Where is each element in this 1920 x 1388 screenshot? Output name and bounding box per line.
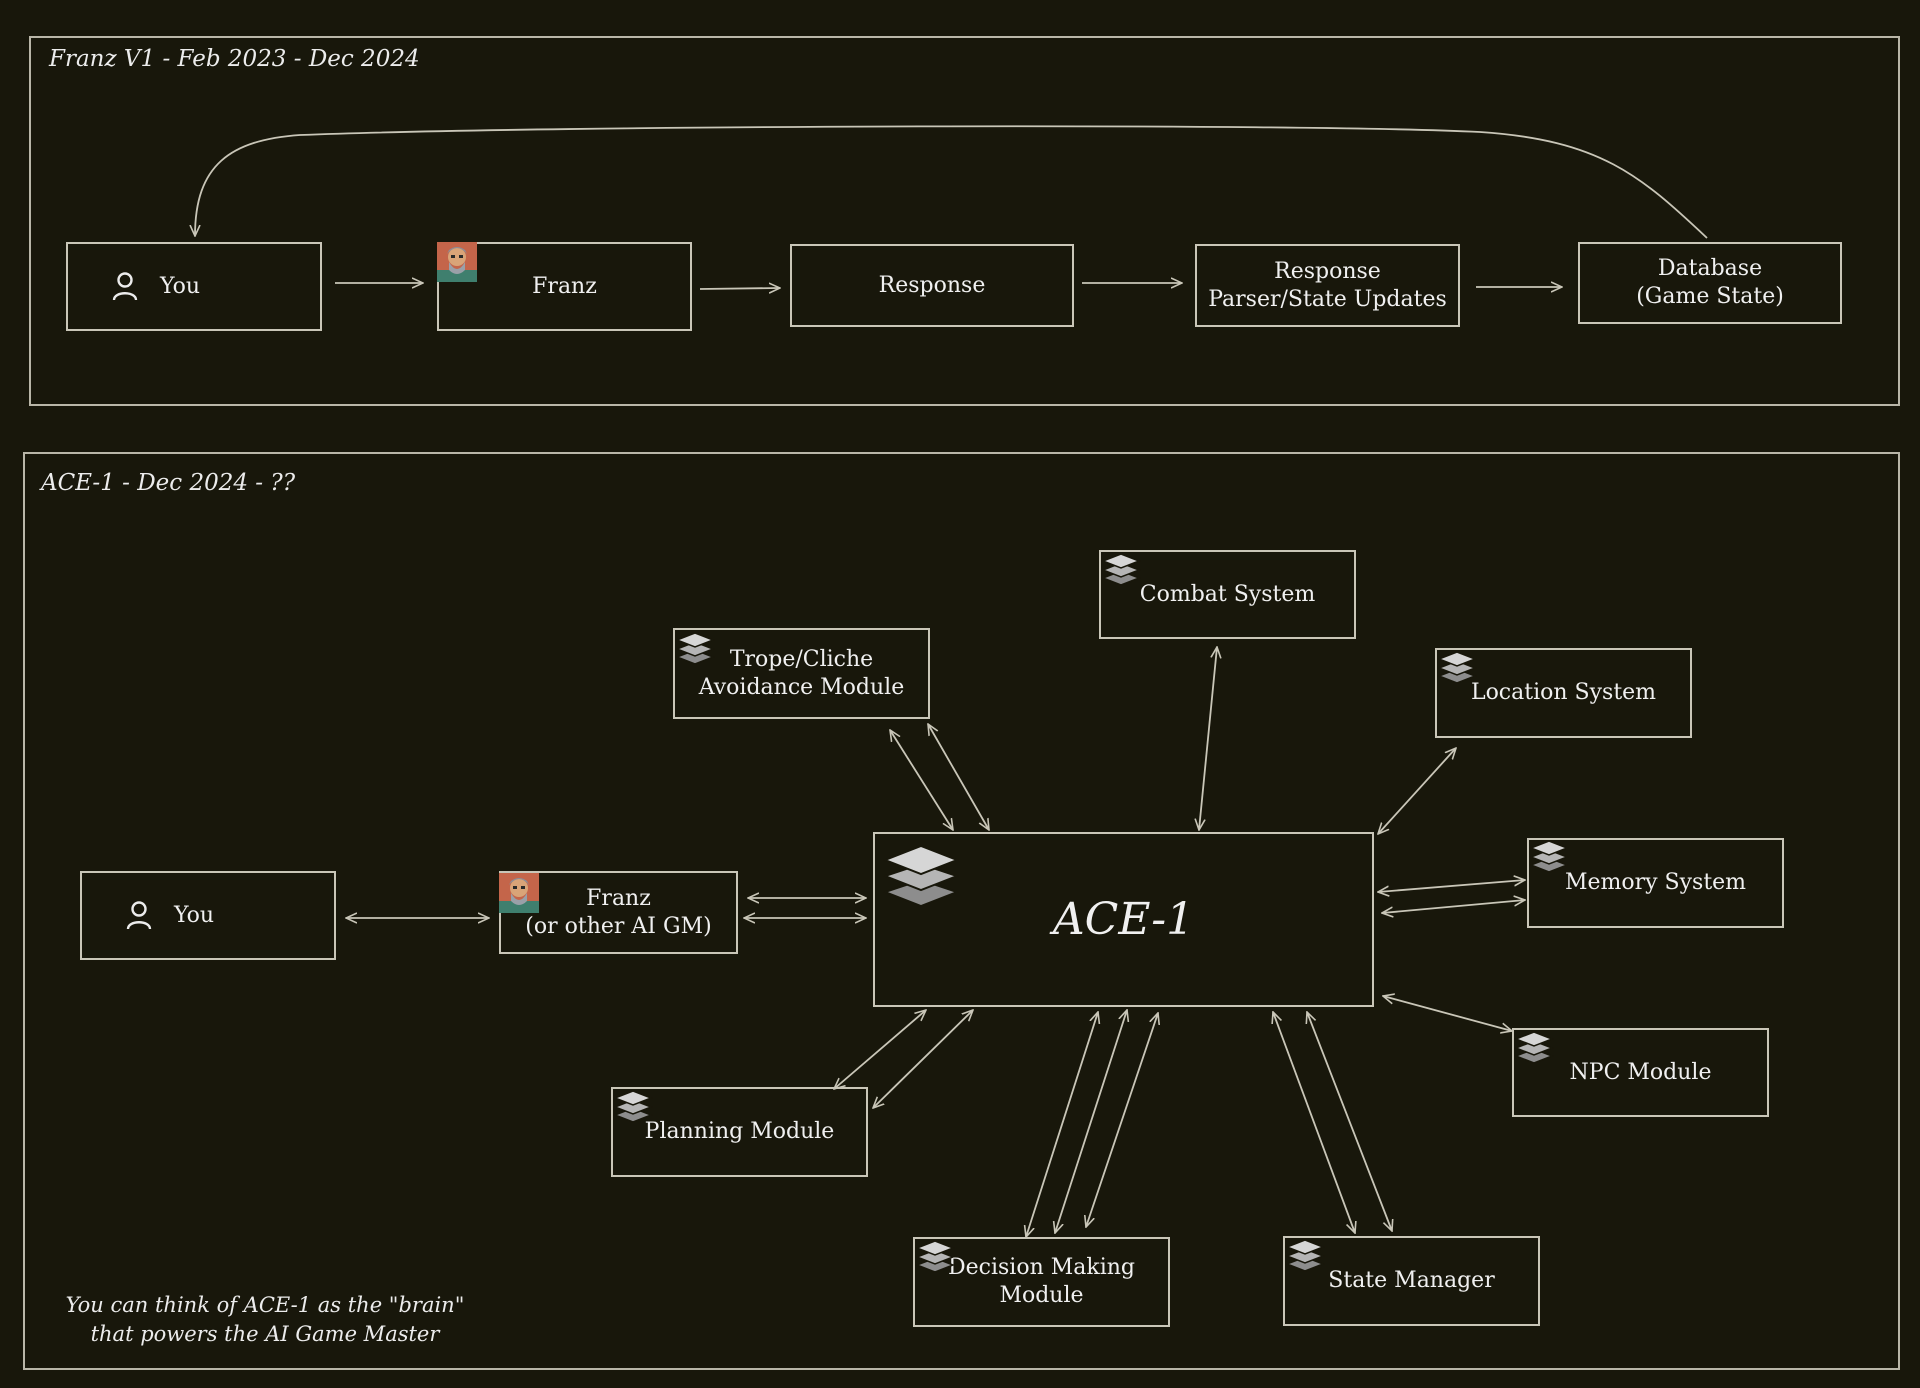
franz-avatar <box>499 873 539 913</box>
v1-database-node[interactable]: Database (Game State) <box>1578 242 1842 324</box>
ace-core-node[interactable]: ACE-1 <box>873 832 1374 1007</box>
location-system-label: Location System <box>1470 680 1657 705</box>
panel-ace-1 <box>23 452 1900 1370</box>
state-manager-node[interactable]: State Manager <box>1283 1236 1540 1326</box>
user-icon <box>112 271 138 302</box>
layers-icon <box>674 630 716 670</box>
v1-franz-label: Franz <box>532 273 597 299</box>
ace-franz-node[interactable]: Franz (or other AI GM) <box>499 871 738 954</box>
combat-system-node[interactable]: Combat System <box>1099 550 1356 639</box>
memory-system-node[interactable]: Memory System <box>1527 838 1784 928</box>
ace-you-node[interactable]: You <box>80 871 336 960</box>
panel-title-ace-1: ACE-1 - Dec 2024 - ?? <box>41 470 296 496</box>
v1-database-label: Database (Game State) <box>1636 256 1784 309</box>
v1-response-label: Response <box>878 272 986 298</box>
ace-you-label: You <box>174 902 215 928</box>
ace-franz-label: Franz (or other AI GM) <box>525 885 712 939</box>
ace-core-label: ACE-1 <box>1052 893 1195 945</box>
npc-module-label: NPC Module <box>1569 1059 1712 1085</box>
location-system-node[interactable]: Location System <box>1435 648 1692 738</box>
user-icon <box>126 900 152 931</box>
memory-system-label: Memory System <box>1564 870 1747 895</box>
layers-icon <box>1284 1237 1326 1277</box>
layers-icon <box>1436 649 1478 689</box>
state-manager-label: State Manager <box>1328 1268 1495 1293</box>
combat-system-label: Combat System <box>1139 581 1316 607</box>
panel-title-franz-v1: Franz V1 - Feb 2023 - Dec 2024 <box>49 46 420 72</box>
layers-icon <box>612 1088 654 1128</box>
npc-module-node[interactable]: NPC Module <box>1512 1028 1769 1117</box>
layers-icon <box>1528 838 1570 878</box>
v1-parser-label: Response Parser/State Updates <box>1208 258 1447 312</box>
v1-parser-node[interactable]: Response Parser/State Updates <box>1195 244 1460 327</box>
trope-module-label: Trope/Cliche Avoidance Module <box>698 646 905 700</box>
panel-franz-v1 <box>29 36 1900 406</box>
franz-avatar <box>437 242 477 282</box>
v1-response-node[interactable]: Response <box>790 244 1074 327</box>
trope-module-node[interactable]: Trope/Cliche Avoidance Module <box>673 628 930 719</box>
planning-module-node[interactable]: Planning Module <box>611 1087 868 1177</box>
v1-you-label: You <box>160 273 201 299</box>
v1-franz-node[interactable]: Franz <box>437 242 692 331</box>
decision-module-label: Decision Making Module <box>947 1255 1135 1308</box>
layers-icon <box>914 1238 956 1278</box>
footnote-text: You can think of ACE-1 as the "brain" th… <box>65 1293 465 1346</box>
layers-icon <box>1100 551 1142 591</box>
planning-module-label: Planning Module <box>644 1119 835 1144</box>
v1-you-node[interactable]: You <box>66 242 322 331</box>
layers-icon <box>882 840 960 914</box>
layers-icon <box>1513 1029 1555 1069</box>
